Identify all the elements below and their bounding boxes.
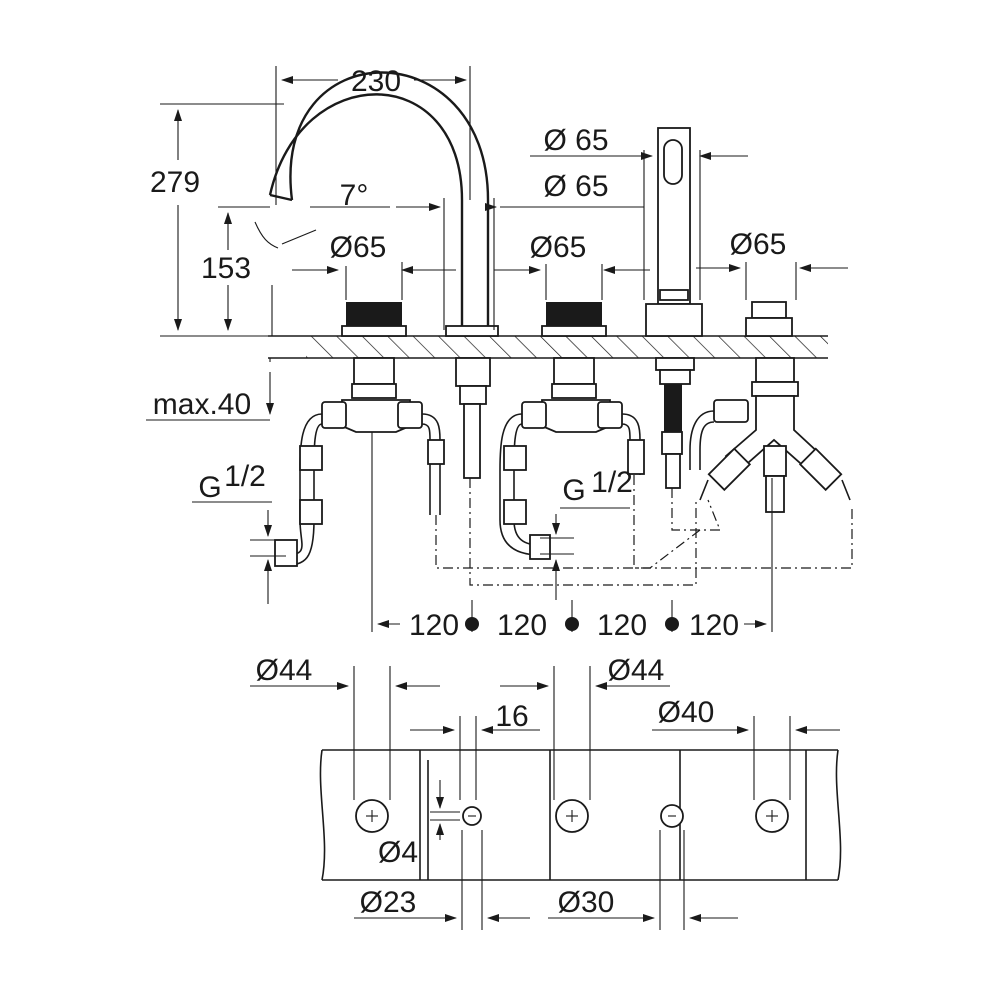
thread-right-label: G	[562, 474, 585, 507]
spacing-1-label: 120	[409, 609, 459, 642]
handle-left-dia-label: Ø65	[330, 231, 387, 264]
spacing-2-label: 120	[497, 609, 547, 642]
dim-spout-reach: 230	[275, 65, 471, 205]
pin-dia-label: Ø4	[378, 836, 418, 869]
small-hole-label: Ø23	[360, 886, 417, 919]
dim-angle: 7°	[254, 179, 441, 249]
handle-middle-dia-label: Ø65	[530, 231, 587, 264]
spacing-4-label: 120	[689, 609, 739, 642]
spout	[268, 71, 499, 479]
deck-slab	[268, 335, 828, 359]
hole-layout: Ø44 Ø44 Ø40 16	[250, 654, 842, 930]
hole-left-label: Ø44	[256, 654, 313, 687]
diverter	[689, 301, 851, 513]
elevation-view: 230 279 153 7°	[146, 65, 853, 642]
thread-left-fraction: 1/2	[224, 460, 266, 493]
hand-shower	[645, 127, 703, 489]
spout-reach-label: 230	[351, 65, 401, 98]
dim-total-height: 279	[150, 103, 284, 337]
dim-thread-right: G 1/2	[540, 466, 633, 600]
dim-diverter: Ø65	[696, 228, 848, 300]
thread-left-label: G	[198, 471, 221, 504]
dim-hole-right: Ø40	[652, 696, 840, 800]
dim-pin-dia: Ø4	[378, 780, 460, 869]
handle-left	[274, 302, 445, 567]
handle-middle	[499, 302, 645, 560]
max-thickness-label: max.40	[153, 388, 251, 421]
dim-hole-left: Ø44	[250, 654, 440, 800]
holes	[355, 799, 789, 833]
shower-hole-label: Ø30	[558, 886, 615, 919]
dim-hole-middle: Ø44	[500, 654, 670, 800]
angle-label: 7°	[340, 179, 369, 212]
dim-slot-width: 16	[410, 700, 540, 800]
dim-hand-shower: Ø 65	[530, 124, 748, 300]
dim-spout-dia: Ø 65	[443, 170, 644, 330]
spacing-3-label: 120	[597, 609, 647, 642]
spout-height-label: 153	[201, 252, 251, 285]
dim-max-thickness: max.40	[146, 358, 274, 421]
dim-shower-hole: Ø30	[548, 830, 738, 930]
deck-plate	[319, 749, 842, 881]
hole-middle-label: Ø44	[608, 654, 665, 687]
dim-small-hole: Ø23	[354, 830, 530, 930]
dim-thread-left: G 1/2	[192, 460, 286, 604]
spout-dia-label: Ø 65	[543, 170, 608, 203]
hose-lines	[435, 475, 853, 586]
thread-right-fraction: 1/2	[591, 466, 633, 499]
dim-spacing: 120 120 120 120	[371, 432, 773, 642]
total-height-label: 279	[150, 166, 200, 199]
dim-spout-height: 153	[201, 206, 273, 336]
hole-right-label: Ø40	[658, 696, 715, 729]
plate-cut-lines	[419, 750, 807, 880]
dim-handle-middle: Ø65	[494, 231, 650, 300]
diverter-dia-label: Ø65	[730, 228, 787, 261]
slot-width-label: 16	[495, 700, 528, 733]
hand-shower-dia-label: Ø 65	[543, 124, 608, 157]
dim-handle-left: Ø65	[292, 231, 456, 300]
